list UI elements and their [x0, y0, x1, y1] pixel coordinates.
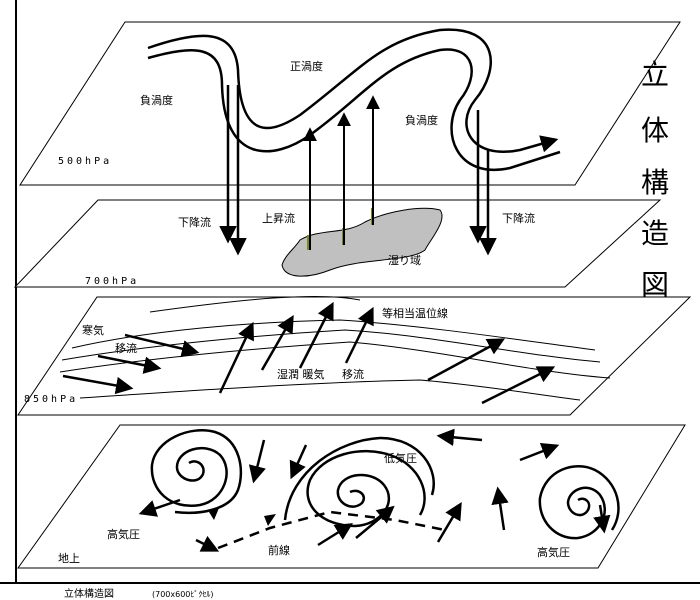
level-label-surface: 地上 [58, 552, 80, 565]
cold-advection-arrow-2 [97, 354, 162, 374]
jet-stream-inner [147, 48, 561, 171]
label-equiv-potential-temp: 等相当温位線 [382, 306, 448, 320]
high-pressure-spiral-left [150, 429, 243, 514]
warm-advection-arrow-5 [427, 338, 506, 382]
title-char-5: 図 [641, 268, 669, 301]
label-positive-vorticity: 正渦度 [290, 59, 323, 73]
label-upflow: 上昇流 [262, 211, 295, 225]
surface-wind-arrow-1 [248, 439, 266, 484]
label-cold-air: 寒気 [82, 323, 104, 337]
label-moist-area: 湿り域 [388, 254, 421, 267]
level-label-500: 500hPa [58, 156, 112, 167]
title-char-1: 立 [641, 58, 669, 91]
title-char-3: 構 [641, 166, 669, 199]
warm-advection-arrow-3 [298, 301, 334, 369]
warm-advection-arrow-4 [344, 306, 374, 364]
high-outflow-arrow-left [138, 498, 181, 517]
surface-wind-arrow-9 [436, 428, 483, 447]
theta-e-line-1 [149, 295, 361, 313]
surface-wind-arrow-4 [317, 523, 353, 547]
label-high-pressure-left: 高気圧 [107, 527, 140, 541]
surface-wind-arrow-7 [491, 486, 509, 531]
surface-wind-arrow-2 [289, 444, 308, 480]
level-label-700: 700hPa [85, 276, 139, 287]
cold-advection-arrow-3 [62, 374, 134, 395]
surface-wind-arrow-3 [195, 535, 220, 552]
surface-wind-arrow-6 [436, 501, 462, 543]
level-label-850: 850hPa [24, 394, 78, 405]
jet-stream-outer [147, 28, 559, 153]
front-line [217, 510, 446, 550]
low-pressure-spiral [306, 450, 426, 528]
label-front: 前線 [268, 543, 290, 557]
low-outer-ring [283, 436, 435, 521]
title-char-4: 造 [641, 217, 669, 250]
front-symbol-2 [264, 514, 276, 526]
warm-advection-arrow-2 [260, 314, 294, 371]
warm-advection-arrow-6 [481, 366, 556, 405]
theta-e-line-3 [61, 329, 601, 363]
moist-area [281, 207, 443, 277]
front-symbol-1 [209, 508, 219, 520]
caption-size: (700x600ﾋﾟｸｾﾙ) [152, 590, 214, 599]
label-high-pressure-right: 高気圧 [537, 545, 570, 559]
caption-title: 立体構造図 [64, 587, 114, 600]
label-negative-vorticity-right: 負渦度 [405, 113, 438, 127]
plane-surface [17, 424, 686, 569]
plane-850hpa [17, 296, 692, 416]
warm-advection-arrow-1 [218, 321, 254, 394]
cold-advection-arrow-1 [124, 333, 200, 358]
surface-wind-arrow-5 [355, 505, 395, 539]
theta-e-line-2 [71, 319, 596, 351]
label-low-pressure: 低気圧 [384, 451, 417, 465]
theta-e-line-5 [79, 379, 581, 401]
surface-wind-arrow-8 [519, 442, 560, 462]
label-cold-advection: 移流 [115, 341, 137, 355]
label-downflow-left: 下降流 [178, 215, 211, 229]
label-warm-advection: 移流 [342, 367, 364, 381]
label-warm-moist: 湿潤 暖気 [277, 367, 325, 381]
title-char-2: 体 [641, 114, 669, 147]
label-negative-vorticity-left: 負渦度 [140, 93, 173, 107]
label-downflow-right: 下降流 [502, 211, 535, 225]
high-outflow-arrow-right [593, 504, 611, 534]
